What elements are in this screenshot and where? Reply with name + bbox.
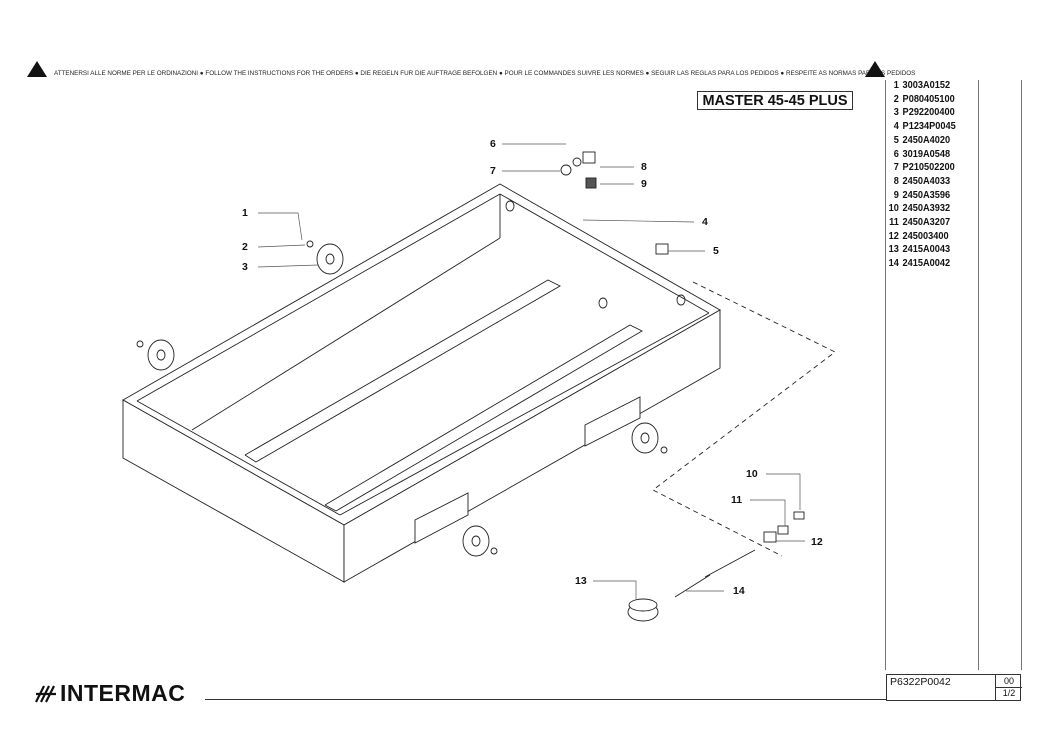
- part-code: 3019A0548: [902, 148, 951, 160]
- part-number: 3: [893, 107, 899, 119]
- part-code: 2415A0043: [902, 244, 951, 256]
- part-code: P080405100: [902, 93, 955, 105]
- order-instructions-text: ATTENERSI ALLE NORME PER LE ORDINAZIONI …: [54, 70, 916, 77]
- fittings: [560, 151, 805, 622]
- drawing-code-box: P6322P0042 00 1/2: [886, 674, 1022, 701]
- callout-6: 6: [490, 138, 496, 150]
- part-code: 3003A0152: [902, 80, 951, 91]
- part-number: 12: [888, 230, 899, 242]
- part-number: 9: [893, 189, 899, 201]
- part-code: 2415A0042: [902, 258, 951, 270]
- part-code: 2450A4020: [902, 134, 951, 146]
- part-number: 2: [893, 93, 899, 105]
- part-number: 5: [893, 134, 899, 146]
- part-number: 8: [893, 175, 899, 187]
- callout-3: 3: [242, 261, 248, 273]
- callout-1: 1: [242, 207, 248, 219]
- model-title: MASTER 45-45 PLUS: [697, 91, 853, 110]
- footer-rule: [205, 699, 886, 700]
- warning-triangle-icon: [27, 61, 47, 77]
- warning-triangle-icon: [865, 61, 885, 77]
- sheet-number: 1/2: [995, 687, 1022, 700]
- callout-12: 12: [811, 536, 823, 548]
- callout-5: 5: [713, 245, 719, 257]
- part-code: P1234P0045: [902, 121, 956, 133]
- part-code: 2450A4033: [902, 175, 951, 187]
- part-code: 2450A3207: [902, 217, 951, 228]
- interior-rails: [244, 279, 643, 512]
- callout-7: 7: [490, 165, 496, 177]
- intermac-logo-icon: [35, 685, 56, 702]
- part-number: 4: [893, 121, 899, 133]
- callout-14: 14: [733, 585, 745, 597]
- part-number: 11: [889, 217, 899, 228]
- part-code: 2450A3932: [902, 203, 951, 215]
- callout-4: 4: [702, 216, 708, 228]
- part-number: 1: [893, 80, 899, 91]
- callout-11: 11: [731, 494, 743, 506]
- brand-logo: INTERMAC: [35, 680, 185, 707]
- part-code: P210502200: [902, 162, 955, 174]
- drawing-code: P6322P0042: [890, 676, 951, 688]
- revision-number: 00: [995, 675, 1022, 688]
- callout-10: 10: [746, 468, 758, 480]
- callout-8: 8: [641, 161, 647, 173]
- part-code: 245003400: [902, 230, 949, 242]
- caster-wheels: [136, 240, 668, 557]
- part-code: P292200400: [902, 107, 955, 119]
- exploded-view-drawing: [122, 143, 836, 622]
- part-code: 2450A3596: [902, 189, 951, 201]
- brand-name: INTERMAC: [60, 680, 186, 706]
- callout-13: 13: [575, 575, 587, 587]
- callout-2: 2: [242, 241, 248, 253]
- part-number: 14: [888, 258, 899, 270]
- part-number: 10: [888, 203, 899, 215]
- callout-9: 9: [641, 178, 647, 190]
- part-number: 7: [893, 162, 899, 174]
- part-number: 6: [893, 148, 899, 160]
- part-number: 13: [888, 244, 899, 256]
